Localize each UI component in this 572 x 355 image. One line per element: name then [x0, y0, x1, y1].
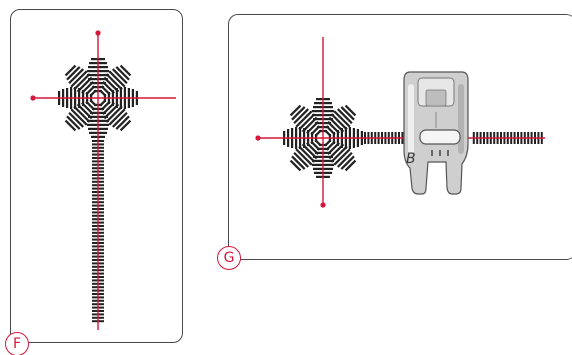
guide-lines-f — [30, 30, 176, 330]
guide-lines-g — [255, 37, 545, 208]
presser-foot-icon: B — [403, 71, 469, 195]
presser-foot-letter: B — [406, 151, 416, 167]
figure-label-f: F — [5, 332, 29, 355]
figure-label-g: G — [217, 246, 241, 270]
